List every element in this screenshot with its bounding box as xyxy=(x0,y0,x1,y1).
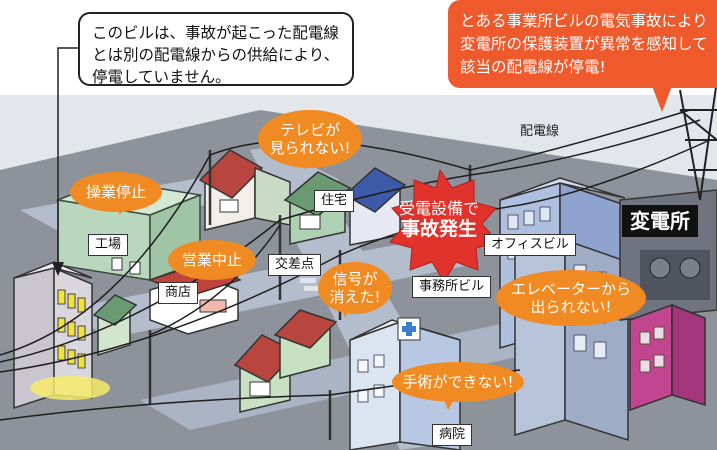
bubble-elevator: エレベーターから 出られない! xyxy=(496,270,646,326)
bubble-operation-stop: 操業停止 xyxy=(70,172,162,212)
callout-pointer xyxy=(57,47,78,270)
accident-burst-line2: 事故発生 xyxy=(400,218,477,240)
bubble-operation-stop-text: 操業停止 xyxy=(85,183,146,201)
bubble-signal-line1: 信号が xyxy=(332,270,378,288)
bubble-tv-line2: 見られない! xyxy=(269,139,351,157)
bubble-surgery-text: 手術ができない! xyxy=(402,373,514,391)
transmission-tower xyxy=(679,79,717,201)
accident-burst-text: 受電設備で 事故発生 xyxy=(386,198,492,240)
bubble-surgery: 手術ができない! xyxy=(392,362,524,402)
utility-poles xyxy=(148,150,472,440)
callout-unaffected-line2: とは別の配電線からの供給により、 xyxy=(92,46,340,64)
house-1 xyxy=(198,149,291,231)
accident-burst-line1: 受電設備で xyxy=(398,199,479,218)
bubble-business-stop: 営業中止 xyxy=(168,240,256,280)
label-hospital: 病院 xyxy=(432,424,473,446)
bubble-tv: テレビが 見られない! xyxy=(258,110,362,168)
label-power-line: 配電線 xyxy=(520,124,560,139)
label-office-building: 事務所ビル xyxy=(412,276,492,298)
bubble-signal: 信号が 消えた! xyxy=(318,262,392,314)
callout-unaffected-line1: このビルは、事故が起こった配電線 xyxy=(92,24,339,42)
bubble-elevator-line1: エレベーターから xyxy=(510,280,631,298)
purple-building xyxy=(629,303,706,412)
label-substation: 変電所 xyxy=(622,205,698,237)
house-3 xyxy=(343,167,407,246)
callout-unaffected-building: このビルは、事故が起こった配電線 とは別の配電線からの供給により、 停電していま… xyxy=(78,12,354,86)
callout-unaffected-line3: 停電していません。 xyxy=(92,68,231,86)
callout-accident-line1: とある事業所ビルの電気事故により xyxy=(460,12,708,30)
house-5 xyxy=(273,309,338,379)
bubble-elevator-line2: 出られない! xyxy=(530,298,612,316)
lit-building xyxy=(13,261,110,410)
callout-accident: とある事業所ビルの電気事故により 変電所の保護装置が異常を感知して 該当の配電線… xyxy=(448,0,717,88)
callout-accident-line3: 該当の配電線が停電! xyxy=(460,58,606,76)
label-shop: 商店 xyxy=(158,282,199,304)
label-office-bldg: オフィスビル xyxy=(484,234,576,256)
bubble-tv-line1: テレビが xyxy=(279,121,340,139)
label-factory: 工場 xyxy=(88,234,129,256)
label-intersection: 交差点 xyxy=(268,254,322,276)
label-house: 住宅 xyxy=(314,190,355,212)
bubble-business-stop-text: 営業中止 xyxy=(181,251,242,269)
callout-accident-line2: 変電所の保護装置が異常を感知して xyxy=(460,35,708,53)
accident-pointer xyxy=(652,86,672,112)
house-6 xyxy=(92,294,138,357)
bubble-signal-line2: 消えた! xyxy=(329,288,381,306)
